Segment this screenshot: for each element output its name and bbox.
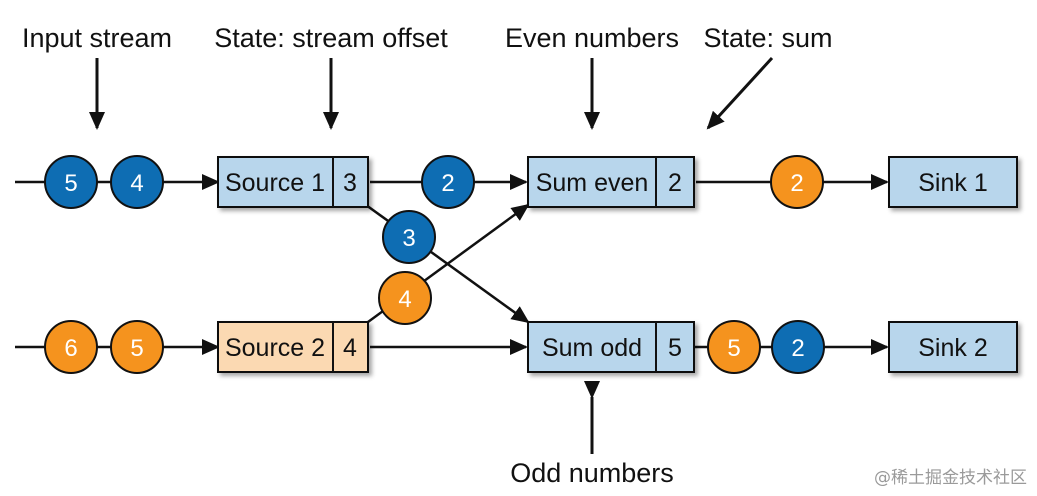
record-input1-b-value: 4 [130,170,143,197]
operator-source2-name: Source 2 [225,334,325,362]
record-input1-a: 5 [44,155,98,209]
operator-sum-even-name: Sum even [536,169,649,197]
operator-sink1: Sink 1 [888,156,1018,208]
record-input2-a-value: 6 [64,335,77,362]
record-input1-b: 4 [110,155,164,209]
operator-sum-odd-name: Sum odd [542,334,642,362]
record-odd-to-sink2-b: 2 [771,320,825,374]
record-s2-to-even: 4 [378,271,432,325]
record-even-to-sink1-value: 2 [790,170,803,197]
operator-sum-odd: Sum odd 5 [527,321,695,373]
operator-sink1-name: Sink 1 [918,169,987,197]
operator-source2-state: 4 [343,334,357,362]
record-s1-to-odd: 3 [382,210,436,264]
record-odd-to-sink2-a: 5 [707,320,761,374]
operator-source2: Source 2 4 [217,321,369,373]
pointer-arrow-state-sum [706,56,774,130]
watermark: @稀土掘金技术社区 [874,468,1027,488]
record-even-to-sink1: 2 [770,155,824,209]
operator-sink2-name: Sink 2 [918,334,987,362]
label-even-numbers: Even numbers [505,23,679,53]
operator-sink2: Sink 2 [888,321,1018,373]
record-odd-to-sink2-b-value: 2 [791,335,804,362]
label-odd-numbers: Odd numbers [510,458,674,488]
operator-source1: Source 1 3 [217,156,369,208]
label-input-stream: Input stream [22,23,172,53]
operator-sum-odd-state: 5 [668,334,682,362]
record-odd-to-sink2-a-value: 5 [727,335,740,362]
operator-sum-even-state: 2 [668,169,682,197]
record-input2-a: 6 [44,320,98,374]
record-s1-to-even-value: 2 [441,170,454,197]
record-s2-to-even-value: 4 [398,286,411,313]
record-s1-to-odd-value: 3 [402,225,415,252]
record-input2-b: 5 [110,320,164,374]
record-input1-a-value: 5 [64,170,77,197]
operator-source1-state: 3 [343,169,357,197]
label-state-stream-offset: State: stream offset [214,23,448,53]
record-input2-b-value: 5 [130,335,143,362]
label-state-sum: State: sum [703,23,832,53]
operator-source1-name: Source 1 [225,169,325,197]
record-s1-to-even: 2 [421,155,475,209]
operator-sum-even: Sum even 2 [527,156,695,208]
